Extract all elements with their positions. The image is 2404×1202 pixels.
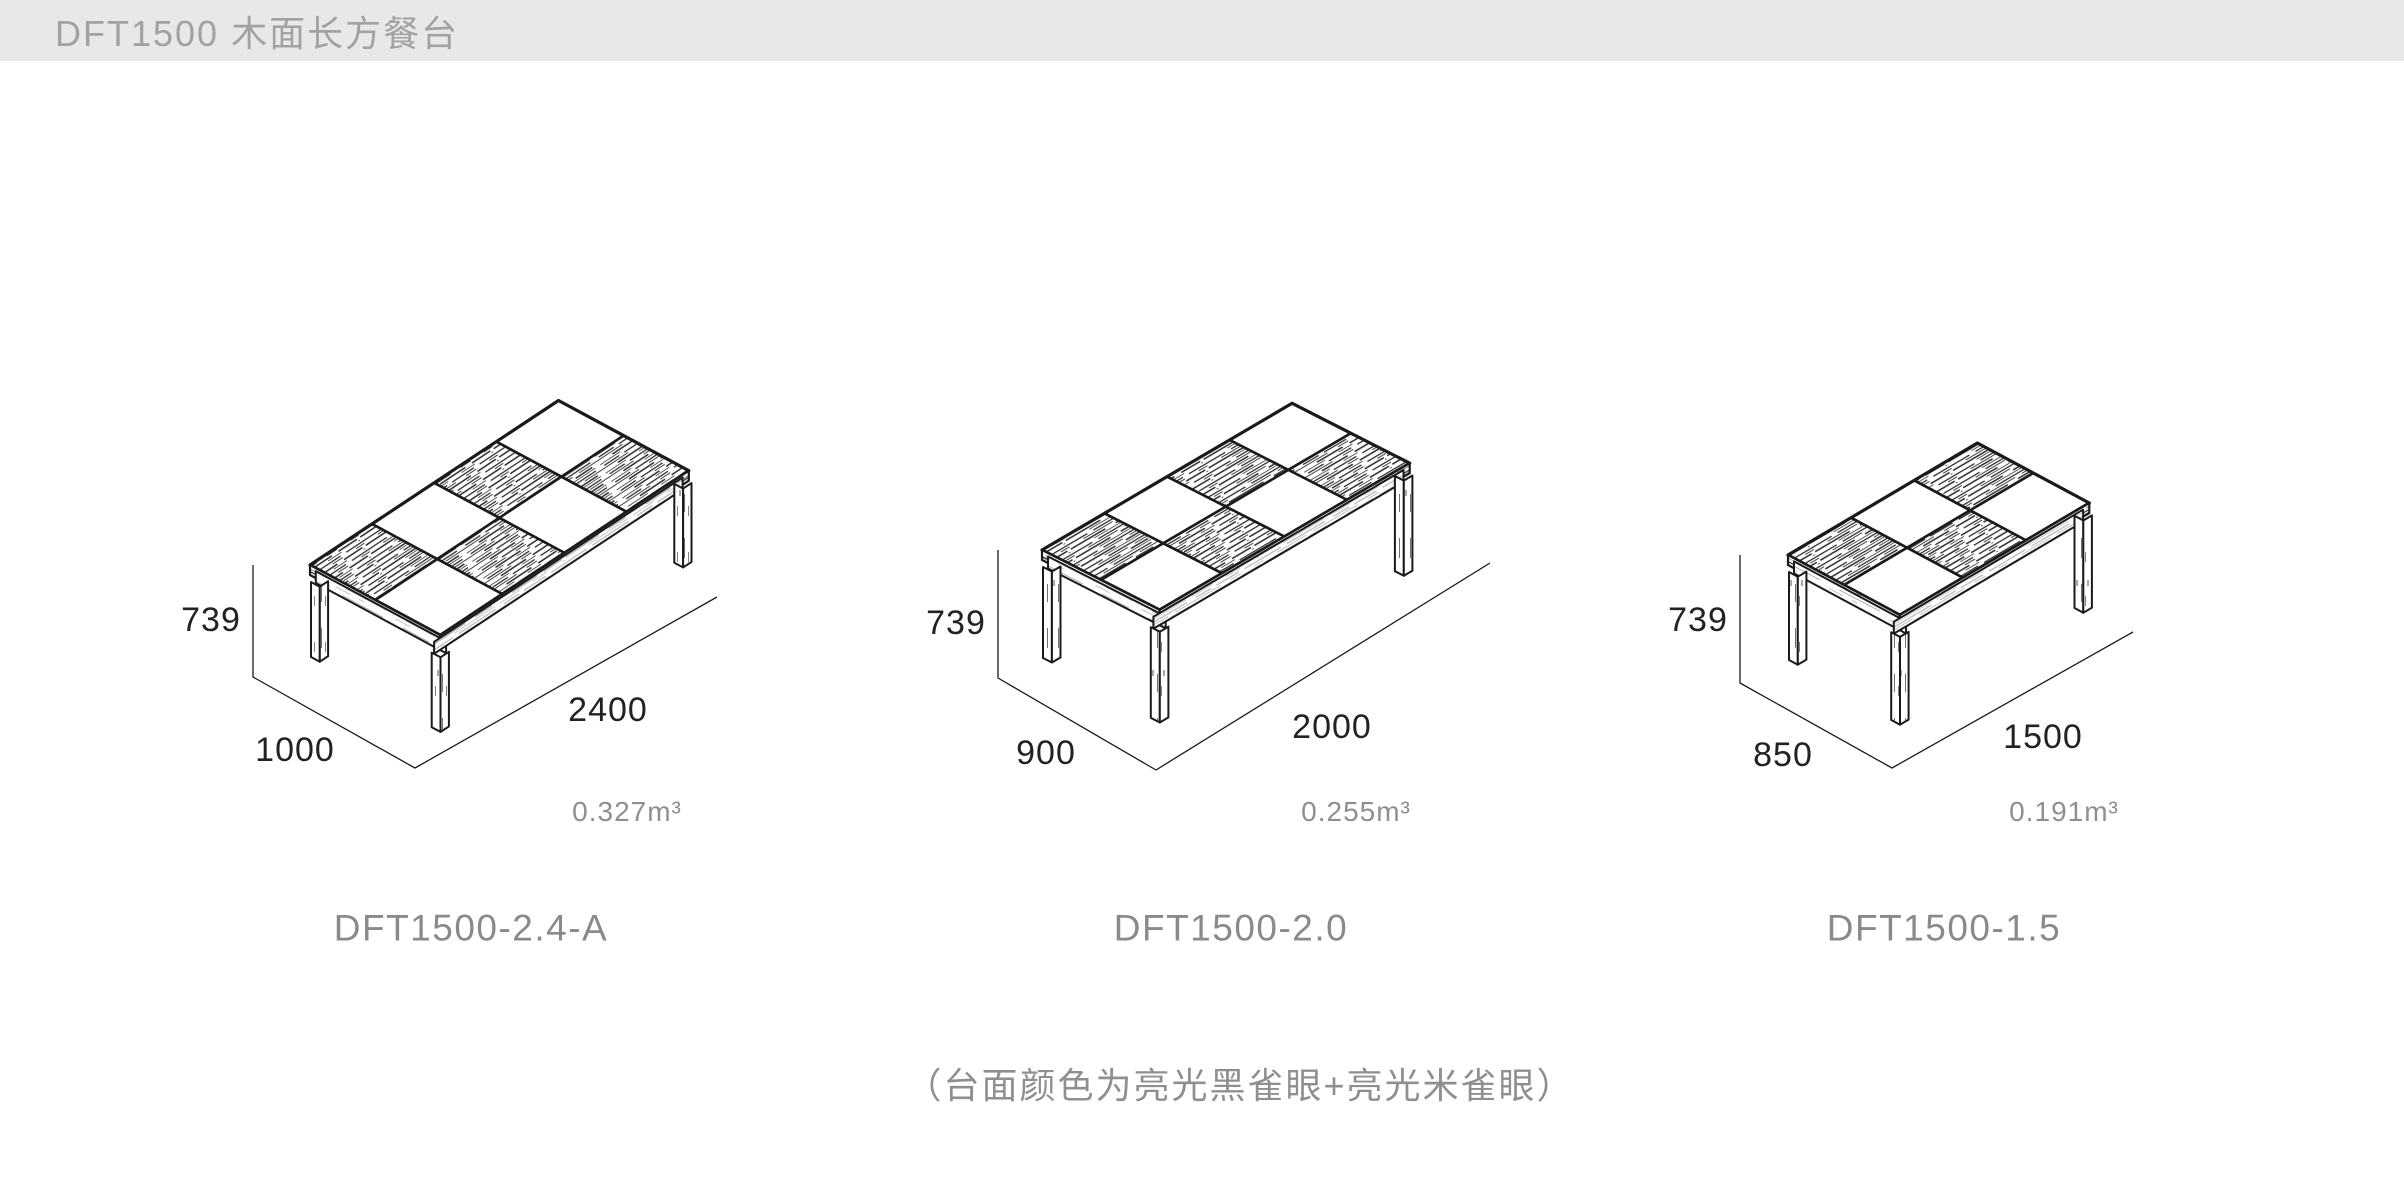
length-dim-label: 2000 <box>1292 708 1372 746</box>
width-dim-label: 850 <box>1753 736 1813 774</box>
volume-label: 0.191m³ <box>2009 796 2119 827</box>
volume-label: 0.327m³ <box>572 796 682 827</box>
length-dim-label: 1500 <box>2003 718 2083 756</box>
note-text: （台面颜色为亮光黑雀眼+亮光米雀眼） <box>905 1065 1575 1106</box>
height-dim-label: 739 <box>926 604 986 642</box>
header-bar: DFT1500 木面长方餐台 <box>0 0 2404 61</box>
height-dim-label: 739 <box>1668 601 1728 639</box>
length-dim-label: 2400 <box>568 691 648 729</box>
page-title: DFT1500 木面长方餐台 <box>55 12 460 54</box>
model-label: DFT1500-2.4-A <box>333 907 609 949</box>
model-label: DFT1500-1.5 <box>1826 907 2062 949</box>
volume-label: 0.255m³ <box>1301 796 1411 827</box>
model-label: DFT1500-2.0 <box>1113 907 1349 949</box>
width-dim-label: 1000 <box>255 731 335 769</box>
height-dim-label: 739 <box>181 601 241 639</box>
width-dim-label: 900 <box>1016 734 1076 772</box>
